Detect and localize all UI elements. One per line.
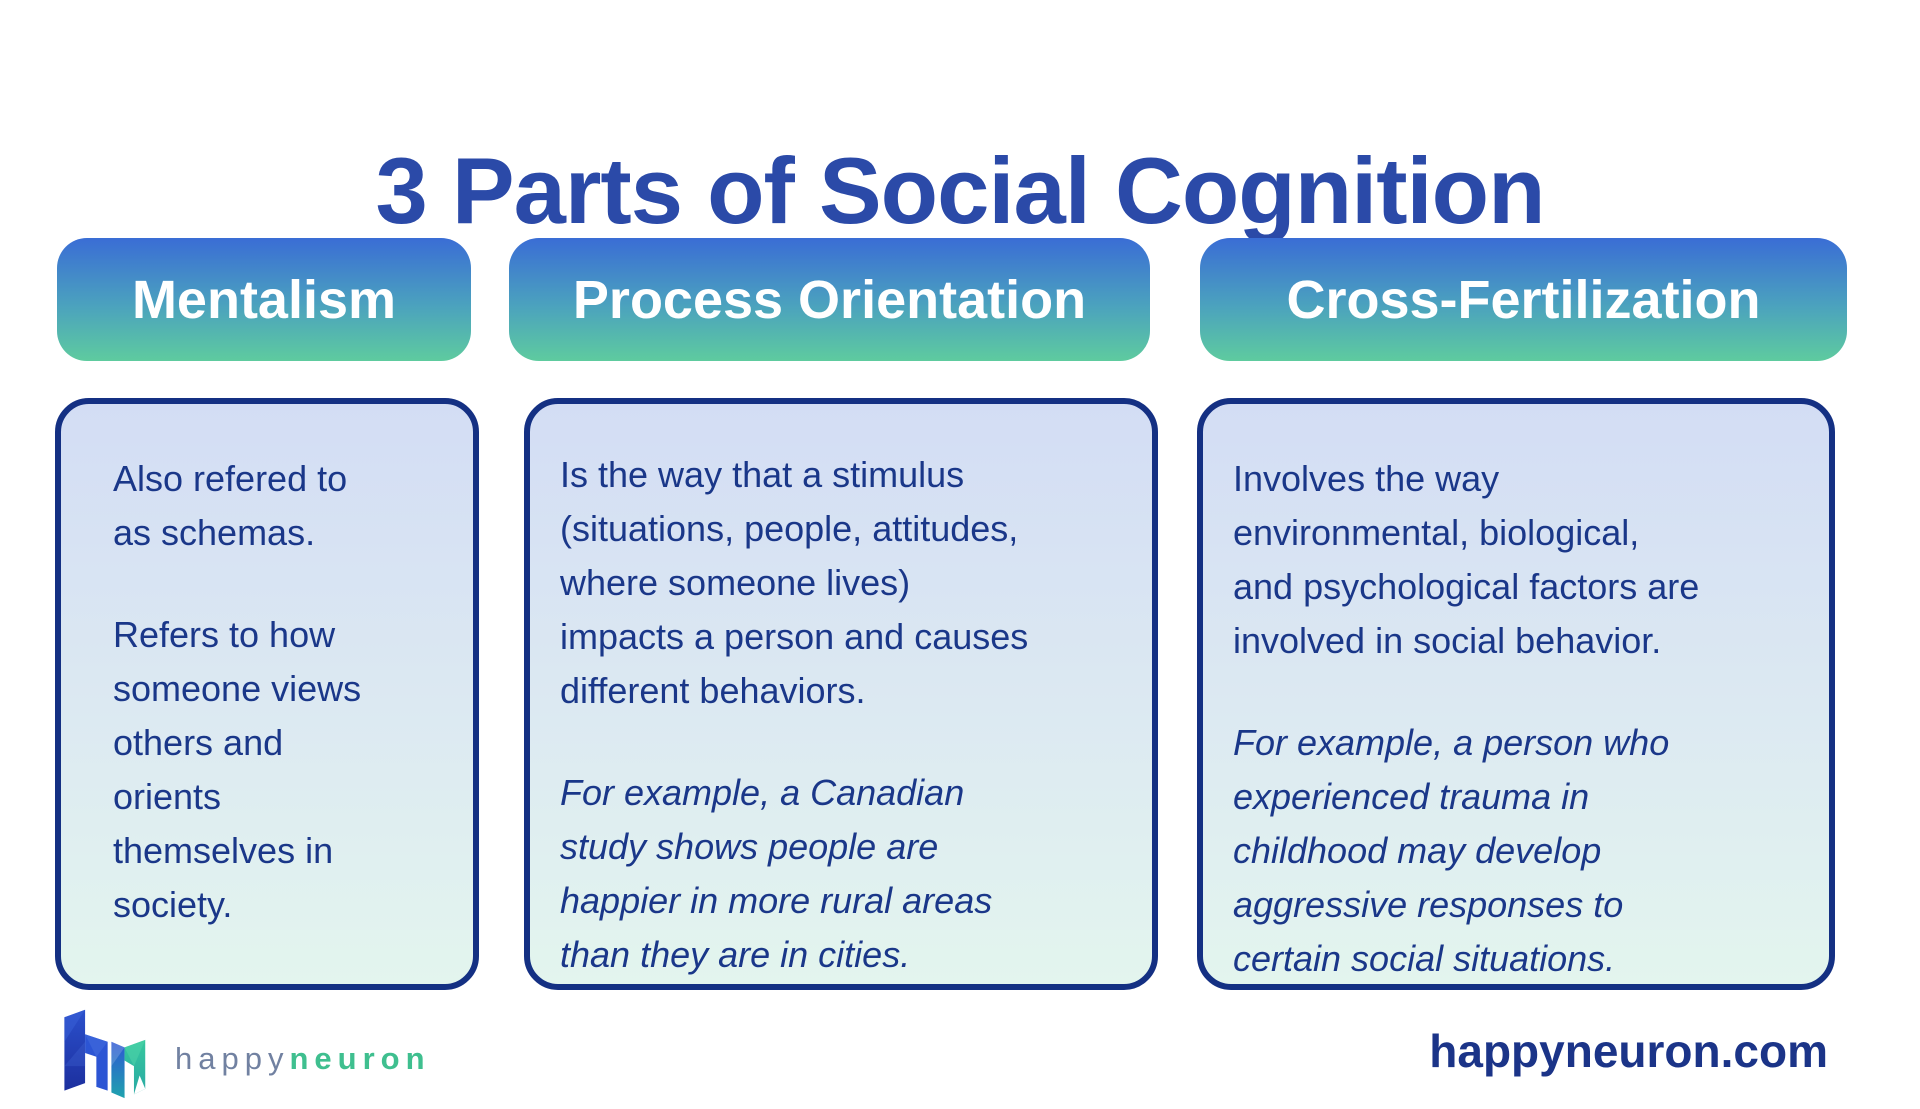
card-paragraph: Involves the way environmental, biologic…	[1233, 458, 1700, 661]
wordmark-neuron: neuron	[289, 1041, 431, 1076]
header-pill-cross-fertilization: Cross-Fertilization	[1200, 238, 1847, 361]
header-pill-label: Mentalism	[131, 269, 397, 330]
header-pill-process-orientation: Process Orientation	[509, 238, 1150, 361]
website-url: happyneuron.com	[1429, 1025, 1828, 1077]
happyneuron-wordmark: happyneuron	[175, 1041, 431, 1077]
description-card-process-orientation: Is the way that a stimulus (situations, …	[524, 398, 1158, 990]
header-pill-mentalism: Mentalism	[57, 238, 471, 361]
happyneuron-logo: happyneuron	[55, 1004, 431, 1102]
page-title: 3 Parts of Social Cognition	[375, 137, 1545, 243]
card-paragraph: Refers to how someone views others and o…	[113, 614, 362, 925]
description-card-mentalism: Also refered to as schemas. Refers to ho…	[55, 398, 479, 990]
header-pill-label: Cross-Fertilization	[1286, 269, 1761, 330]
card-paragraph: Also refered to as schemas.	[113, 458, 348, 553]
wordmark-happy: happy	[175, 1041, 290, 1076]
card-example-paragraph: For example, a Canadian study shows peop…	[560, 772, 993, 975]
card-paragraph: Is the way that a stimulus (situations, …	[560, 454, 1029, 711]
card-example-paragraph: For example, a person who experienced tr…	[1233, 722, 1670, 979]
description-card-cross-fertilization: Involves the way environmental, biologic…	[1197, 398, 1835, 990]
happyneuron-logo-icon	[64, 1009, 146, 1099]
header-pill-label: Process Orientation	[572, 269, 1087, 330]
